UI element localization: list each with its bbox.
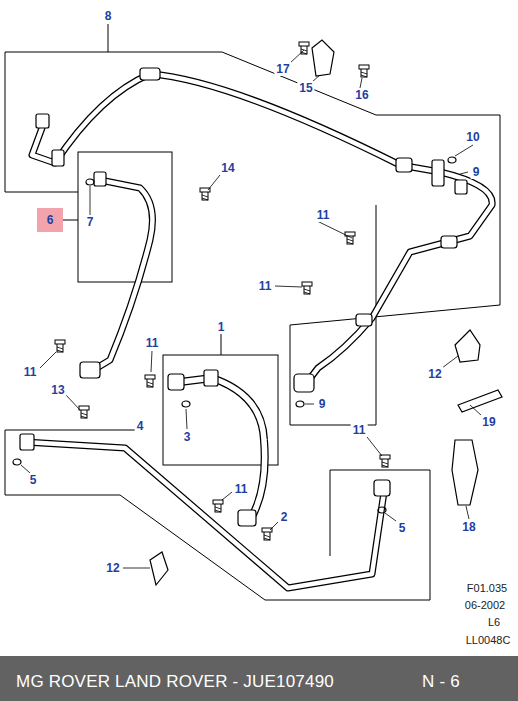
reference-text: LL0048C xyxy=(465,635,512,646)
callout-number: 12 xyxy=(426,367,443,381)
callout-number: 1 xyxy=(216,320,227,334)
callout-number: 12 xyxy=(104,561,121,575)
callout-number: 5 xyxy=(28,473,39,487)
callout-number: 17 xyxy=(274,62,291,76)
callout-number: 11 xyxy=(22,365,39,379)
reference-text: L6 xyxy=(487,617,501,628)
callout-number: 5 xyxy=(397,521,408,535)
reference-text: 06-2002 xyxy=(464,600,506,611)
callout-number: 6 xyxy=(45,213,56,227)
callout-number: 11 xyxy=(315,208,332,222)
callout-number: 11 xyxy=(144,336,161,350)
callout-number: 9 xyxy=(317,397,328,411)
callout-number: 16 xyxy=(353,88,370,102)
callout-number: 8 xyxy=(103,9,114,23)
footer-text: N - 6 xyxy=(422,673,460,690)
footer-text: MG ROVER LAND ROVER - JUE107490 xyxy=(16,673,334,690)
callout-number: 10 xyxy=(464,130,481,144)
callout-number: 11 xyxy=(257,279,274,293)
callout-number: 14 xyxy=(219,161,236,175)
callout-number: 19 xyxy=(480,415,497,429)
reference-text: F01.035 xyxy=(466,583,508,594)
callout-number: 2 xyxy=(279,510,290,524)
callout-number: 3 xyxy=(182,430,193,444)
callout-number: 15 xyxy=(297,81,314,95)
callout-number: 13 xyxy=(49,383,66,397)
callout-number: 7 xyxy=(85,215,96,229)
callout-number: 9 xyxy=(471,165,482,179)
callout-number: 11 xyxy=(351,423,368,437)
callout-number: 18 xyxy=(460,520,477,534)
callout-number: 4 xyxy=(135,419,146,433)
callout-number: 11 xyxy=(233,482,250,496)
